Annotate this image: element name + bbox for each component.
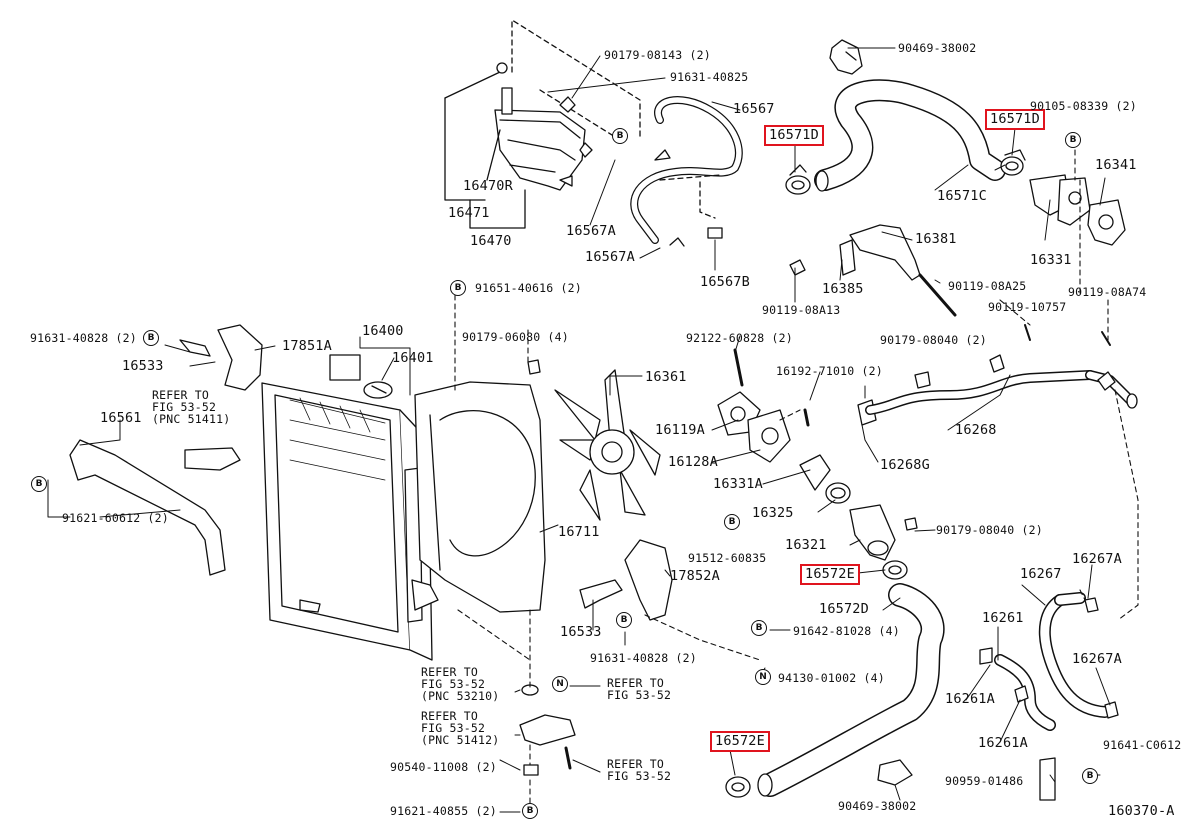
label-16128A: 16128A [668,454,718,470]
label-90540-11008: 90540-11008 (2) [390,760,497,774]
label-91631-40828-left: 91631-40828 (2) [30,331,137,345]
label-90119-10757: 90119-10757 [988,300,1067,314]
label-90119-08A74: 90119-08A74 [1068,285,1147,299]
label-16567: 16567 [733,101,775,117]
label-16571C: 16571C [937,188,987,204]
label-16385: 16385 [822,281,864,297]
label-91621-60612: 91621-60612 (2) [62,511,169,525]
label-90119-08A13: 90119-08A13 [762,303,841,317]
label-16331: 16331 [1030,252,1072,268]
refer-fig-51411: REFER TO FIG 53-52 (PNC 51411) [152,388,231,426]
label-91621-40855: 91621-40855 (2) [390,804,497,818]
label-91631-40825: 91631-40825 [670,70,749,84]
label-16325: 16325 [752,505,794,521]
label-16331A: 16331A [713,476,763,492]
refer-fig-51412: REFER TO FIG 53-52 (PNC 51412) [421,709,500,747]
b-marker-91631-mid: B [616,612,632,628]
b-marker-90105: B [1065,132,1081,148]
label-16341: 16341 [1095,157,1137,173]
label-16267A-lower: 16267A [1072,651,1122,667]
fan-drawing [554,369,661,521]
label-16572D: 16572D [819,601,869,617]
highlight-16572E-mid: 16572E [800,564,860,585]
b-marker-91642: B [751,620,767,636]
n-marker-refer: N [552,676,568,692]
label-16267: 16267 [1020,566,1062,582]
label-90469-38002-top: 90469-38002 [898,41,977,55]
label-16470R: 16470R [463,178,513,194]
label-91641-C0612: 91641-C0612 [1103,738,1182,752]
label-17851A: 17851A [282,338,332,354]
label-16261A-upper: 16261A [945,691,995,707]
label-16470: 16470 [470,233,512,249]
label-92122-60828: 92122-60828 (2) [686,331,793,345]
label-90179-08143: 90179-08143 (2) [604,48,711,62]
refer-fig-53-52-a: REFER TO FIG 53-52 [607,676,672,702]
b-marker-91621-60612: B [31,476,47,492]
label-16567A-upper: 16567A [566,223,616,239]
label-16711: 16711 [558,524,600,540]
b-marker-91651: B [450,280,466,296]
label-90959-01486: 90959-01486 [945,774,1024,788]
b-marker-91512: B [724,514,740,530]
label-16267A-upper: 16267A [1072,551,1122,567]
b-marker-91641: B [1082,768,1098,784]
label-91642-81028: 91642-81028 (4) [793,624,900,638]
b-marker-91631-left: B [143,330,159,346]
radiator-drawing [261,354,433,661]
label-91512-60835: 91512-60835 [688,551,767,565]
label-16471: 16471 [448,205,490,221]
label-16567B: 16567B [700,274,750,290]
label-16192-71010: 16192-71010 (2) [776,364,883,378]
reservoir-tank-drawing [494,87,586,191]
label-16261: 16261 [982,610,1024,626]
label-91651-40616: 91651-40616 (2) [475,281,582,295]
highlight-16571D-right: 16571D [985,109,1045,130]
label-90105-08339: 90105-08339 (2) [1030,99,1137,113]
label-16268: 16268 [955,422,997,438]
label-16321: 16321 [785,537,827,553]
label-90179-06080: 90179-06080 (4) [462,330,569,344]
label-90179-08040-top: 90179-08040 (2) [880,333,987,347]
label-90179-08040-mid: 90179-08040 (2) [936,523,1043,537]
highlight-16572E-bottom: 16572E [710,731,770,752]
highlight-16571D-left: 16571D [764,125,824,146]
refer-fig-53210: REFER TO FIG 53-52 (PNC 53210) [421,665,500,703]
n-marker-94130: N [755,669,771,685]
label-16567A-lower: 16567A [585,249,635,265]
label-16361: 16361 [645,369,687,385]
b-marker-reservoir: B [612,128,628,144]
label-16400: 16400 [362,323,404,339]
reservoir-leaders [511,19,641,141]
label-16533-left: 16533 [122,358,164,374]
label-16561: 16561 [100,410,142,426]
label-17852A: 17852A [670,568,720,584]
label-16381: 16381 [915,231,957,247]
label-90469-38002-bottom: 90469-38002 [838,799,917,813]
label-16261A-lower: 16261A [978,735,1028,751]
label-91631-40828-mid: 91631-40828 (2) [590,651,697,665]
label-16533-mid: 16533 [560,624,602,640]
label-94130-01002: 94130-01002 (4) [778,671,885,685]
label-16119A: 16119A [655,422,705,438]
b-marker-91621-40855: B [522,803,538,819]
label-90119-08A25: 90119-08A25 [948,279,1027,293]
diagram-id: 160370-A [1108,803,1175,819]
label-16401: 16401 [392,350,434,366]
refer-fig-53-52-b: REFER TO FIG 53-52 [607,757,672,783]
label-16268G: 16268G [880,457,930,473]
